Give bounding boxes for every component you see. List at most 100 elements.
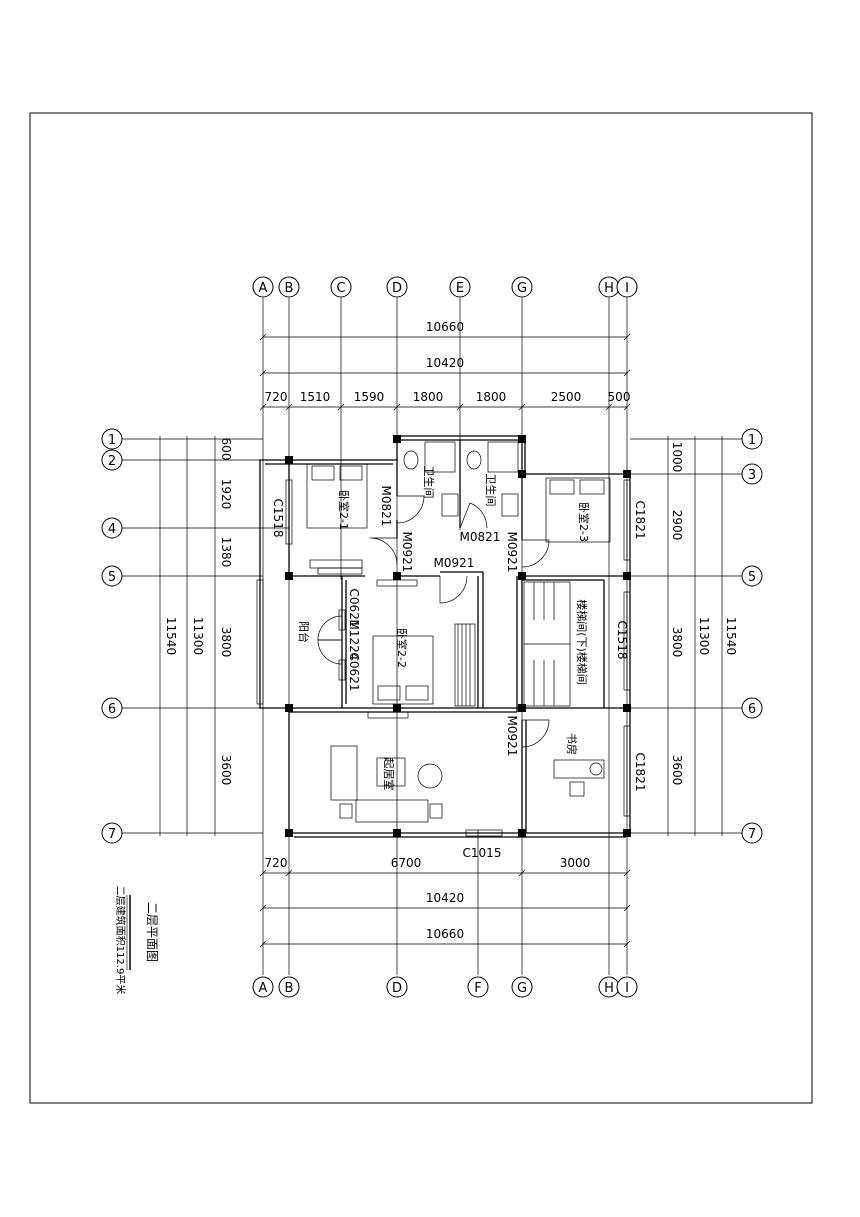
dimension-lines-top bbox=[259, 333, 631, 411]
axis-bubble-h-bottom: H bbox=[598, 976, 620, 998]
basin-icon bbox=[501, 493, 519, 517]
chair-icon bbox=[569, 781, 585, 797]
sheet-border bbox=[29, 112, 813, 1104]
axis-bubble-f-bottom: F bbox=[467, 976, 489, 998]
dim-top-seg-6: 2500 bbox=[551, 390, 582, 404]
label-c1821-top: C1821 bbox=[633, 501, 647, 540]
svg-text:6: 6 bbox=[748, 702, 756, 717]
axis-bubble-e-top: E bbox=[449, 276, 471, 298]
axis-bubble-1-left: 1 bbox=[101, 428, 123, 450]
dim-top-seg-1: 720 bbox=[265, 390, 288, 404]
room-label-balcony: 阳台 bbox=[297, 621, 311, 643]
svg-text:4: 4 bbox=[108, 522, 116, 537]
dim-bottom-overall-inner: 10420 bbox=[426, 891, 464, 905]
label-m0921-a: M0921 bbox=[400, 532, 414, 573]
axis-bubble-4-left: 4 bbox=[101, 517, 123, 539]
dim-top-seg-2: 1510 bbox=[300, 390, 331, 404]
drawing-subtitle: 二层建筑面积112.9平米 bbox=[114, 886, 127, 995]
tv-stand-icon bbox=[317, 567, 363, 575]
dim-left-overall-outer: 11540 bbox=[164, 617, 178, 655]
dim-top-overall-inner: 10420 bbox=[426, 356, 464, 370]
axis-bubble-a-bottom: A bbox=[252, 976, 274, 998]
axis-bubble-h-top: H bbox=[598, 276, 620, 298]
armchair-icon bbox=[417, 763, 443, 789]
axis-bubble-g-bottom: G bbox=[511, 976, 533, 998]
axis-bubble-c-top: C bbox=[330, 276, 352, 298]
label-c0621-b: C0621 bbox=[347, 653, 361, 692]
windows bbox=[256, 479, 631, 837]
axis-bubbles-top: A B C D E G H I bbox=[252, 276, 638, 298]
axis-bubble-b-top: B bbox=[278, 276, 300, 298]
svg-text:B: B bbox=[285, 281, 294, 296]
svg-text:2: 2 bbox=[108, 454, 116, 469]
room-label-bath-1: 卫生间 bbox=[422, 466, 436, 499]
axis-bubbles-right: 1 3 5 6 7 bbox=[741, 428, 763, 844]
drawing-title: 二层平面图 bbox=[145, 902, 159, 962]
axis-bubble-d-bottom: D bbox=[386, 976, 408, 998]
svg-text:1: 1 bbox=[748, 433, 756, 448]
axis-bubble-2-left: 2 bbox=[101, 449, 123, 471]
coffee-table-icon bbox=[376, 757, 406, 787]
dim-bottom-seg-2: 6700 bbox=[391, 856, 422, 870]
svg-text:C: C bbox=[336, 281, 345, 296]
label-c1518-right: C1518 bbox=[615, 621, 629, 660]
toilet-icon bbox=[466, 450, 482, 470]
dim-bottom-seg-1: 720 bbox=[265, 856, 288, 870]
svg-text:7: 7 bbox=[108, 827, 116, 842]
bed-icon bbox=[372, 635, 434, 705]
svg-text:E: E bbox=[456, 281, 464, 296]
bed-icon bbox=[306, 463, 368, 529]
dim-left-overall-inner: 11300 bbox=[191, 617, 205, 655]
axis-bubble-5-right: 5 bbox=[741, 565, 763, 587]
dim-right-seg-4: 3600 bbox=[670, 755, 684, 786]
dimension-lines-left bbox=[159, 436, 216, 836]
svg-text:7: 7 bbox=[748, 827, 756, 842]
axis-bubble-3-right: 3 bbox=[741, 463, 763, 485]
axis-bubble-b-bottom: B bbox=[278, 976, 300, 998]
basin-icon bbox=[441, 493, 459, 517]
axis-bubbles-bottom: A B D F G H I bbox=[252, 976, 638, 998]
room-label-study: 书房 bbox=[565, 733, 578, 755]
svg-text:A: A bbox=[259, 281, 268, 296]
structural-columns bbox=[285, 435, 631, 837]
dim-right-seg-2: 2900 bbox=[670, 510, 684, 541]
label-c1015: C1015 bbox=[463, 846, 502, 860]
svg-text:B: B bbox=[285, 981, 294, 996]
dim-right-overall-inner: 11300 bbox=[697, 617, 711, 655]
axis-bubble-5-left: 5 bbox=[101, 565, 123, 587]
dim-left-seg-5: 3600 bbox=[219, 755, 233, 786]
dim-top-seg-3: 1590 bbox=[354, 390, 385, 404]
axis-bubble-i-bottom: I bbox=[616, 976, 638, 998]
furniture bbox=[306, 441, 611, 823]
desk-icon bbox=[553, 759, 605, 779]
svg-text:F: F bbox=[474, 981, 481, 996]
walls bbox=[259, 435, 631, 838]
dim-left-seg-1: 600 bbox=[219, 438, 233, 461]
svg-text:G: G bbox=[517, 281, 527, 296]
label-c1821-bottom: C1821 bbox=[633, 753, 647, 792]
label-m0821-a: M0821 bbox=[379, 486, 393, 527]
room-label-stair: 楼梯间(下)楼梯间 bbox=[575, 599, 589, 685]
axis-bubble-1-right: 1 bbox=[741, 428, 763, 450]
svg-text:H: H bbox=[604, 981, 614, 996]
dim-bottom-seg-3: 3000 bbox=[560, 856, 591, 870]
dim-top-seg-5: 1800 bbox=[476, 390, 507, 404]
label-m0821-b: M0821 bbox=[460, 530, 501, 544]
axis-bubbles-left: 1 2 4 5 6 7 bbox=[101, 428, 123, 844]
room-label-bedroom-2-2: 卧室2-2 bbox=[395, 628, 409, 668]
dim-top-overall-outer: 10660 bbox=[426, 320, 464, 334]
label-c1518-left: C1518 bbox=[271, 499, 285, 538]
shower-icon bbox=[424, 441, 456, 473]
svg-text:1: 1 bbox=[108, 433, 116, 448]
svg-text:I: I bbox=[625, 281, 629, 296]
label-c0621-a: C0621 bbox=[347, 589, 361, 628]
axis-bubble-7-right: 7 bbox=[741, 822, 763, 844]
label-m0921-d: M0921 bbox=[505, 716, 519, 757]
svg-text:6: 6 bbox=[108, 702, 116, 717]
toilet-icon bbox=[403, 450, 419, 470]
room-label-bath-2: 卫生间 bbox=[484, 474, 498, 507]
dim-left-seg-4: 3800 bbox=[219, 627, 233, 658]
sofa-icon bbox=[330, 745, 358, 801]
label-m0921-b: M0921 bbox=[505, 532, 519, 573]
dim-left-seg-2: 1920 bbox=[219, 479, 233, 510]
